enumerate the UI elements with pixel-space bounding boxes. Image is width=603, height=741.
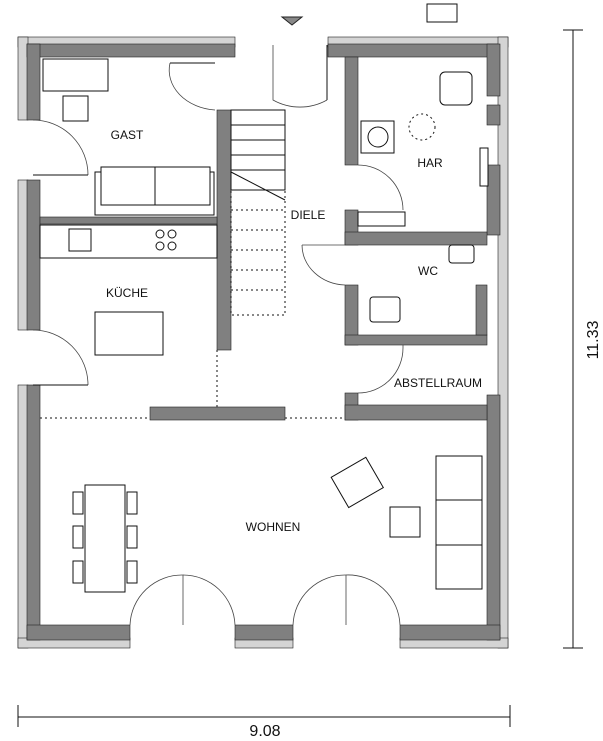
dimension-depth: 11.33	[563, 29, 602, 649]
sink-icon	[68, 228, 92, 252]
depth-label: 11.33	[585, 320, 602, 359]
washbasin-icon	[369, 296, 401, 323]
walls	[26, 43, 501, 641]
width-label: 9.08	[249, 723, 280, 740]
entrance-arrow-icon	[280, 16, 304, 26]
room-label-kueche: KÜCHE	[106, 286, 148, 300]
chimney	[426, 3, 458, 23]
room-label-wohnen: WOHNEN	[246, 520, 301, 534]
dimension-width: 9.08	[17, 705, 511, 740]
staircase[interactable]	[230, 109, 286, 316]
room-label-har: HAR	[417, 156, 443, 170]
toilet-icon	[448, 244, 475, 264]
furniture	[39, 58, 489, 593]
room-label-abstellraum: ABSTELLRAUM	[394, 376, 482, 390]
doors[interactable]	[32, 45, 404, 626]
room-label-gast: GAST	[111, 128, 144, 142]
room-label-diele: DIELE	[291, 208, 326, 222]
room-label-wc: WC	[418, 264, 438, 278]
